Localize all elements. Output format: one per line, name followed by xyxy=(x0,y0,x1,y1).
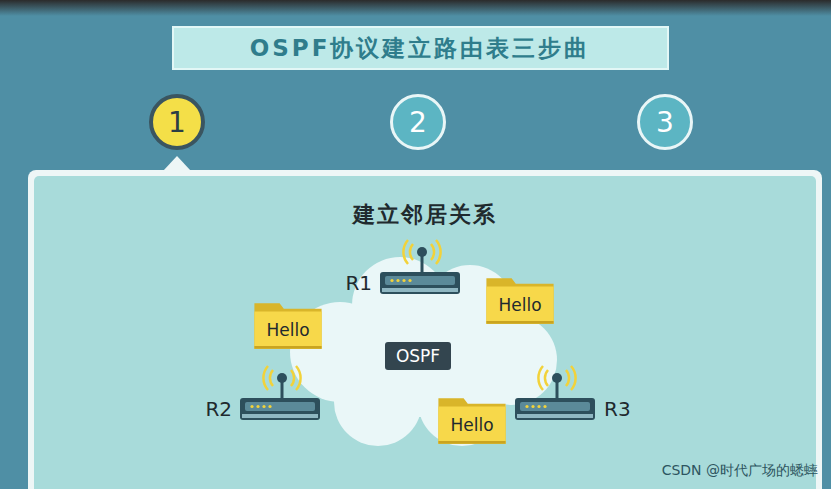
step-panel: 建立邻居关系HelloHelloOSPFHello xyxy=(34,176,816,489)
hello-folder: Hello xyxy=(485,277,555,325)
router-label: R1 xyxy=(345,271,372,295)
hello-text: Hello xyxy=(266,320,309,340)
step-circle: 3 xyxy=(637,94,693,150)
panel-heading: 建立邻居关系 xyxy=(34,200,816,230)
title-text: OSPF协议建立路由表三步曲 xyxy=(250,33,591,64)
hello-folder: Hello xyxy=(437,397,507,445)
router-label: R2 xyxy=(205,397,232,421)
step-number: 1 xyxy=(168,106,186,139)
step-circle: 2 xyxy=(390,94,446,150)
step-number: 2 xyxy=(409,106,427,139)
ospf-text: OSPF xyxy=(396,346,440,366)
step-circle: 1 xyxy=(149,94,205,150)
step-number: 3 xyxy=(656,106,674,139)
watermark: CSDN @时代广场的蟋蟀 xyxy=(662,462,818,480)
hello-folder: Hello xyxy=(253,302,323,350)
ospf-box: OSPF xyxy=(385,342,451,370)
router-label: R3 xyxy=(604,397,631,421)
hello-text: Hello xyxy=(450,415,493,435)
hello-text: Hello xyxy=(498,295,541,315)
